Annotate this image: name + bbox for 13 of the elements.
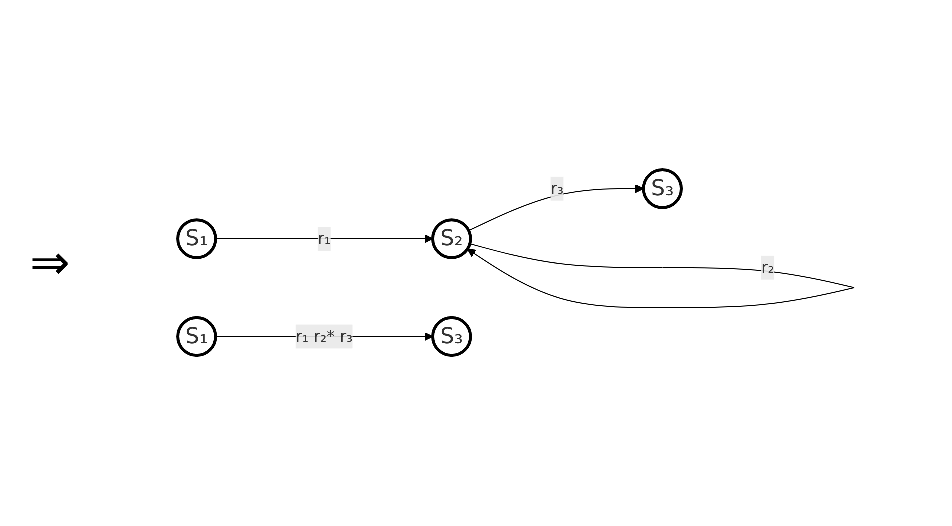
arrow [215,234,434,244]
implies-symbol: ⇒ [30,235,70,291]
node-circle: S₃ [431,316,472,358]
node-circle: S₁ [176,316,218,358]
edge-label: r₂ [761,258,774,278]
arrow [467,244,855,309]
edge-label: r₃ [550,179,564,198]
node-circle: S₂ [431,218,472,260]
arrow [468,184,644,232]
edge-label: r₁ [318,229,331,248]
edge-label: r₁ r₂* r₃ [296,326,353,346]
node-circle: S₃ [642,168,683,210]
node-circle: S₁ [176,218,218,260]
